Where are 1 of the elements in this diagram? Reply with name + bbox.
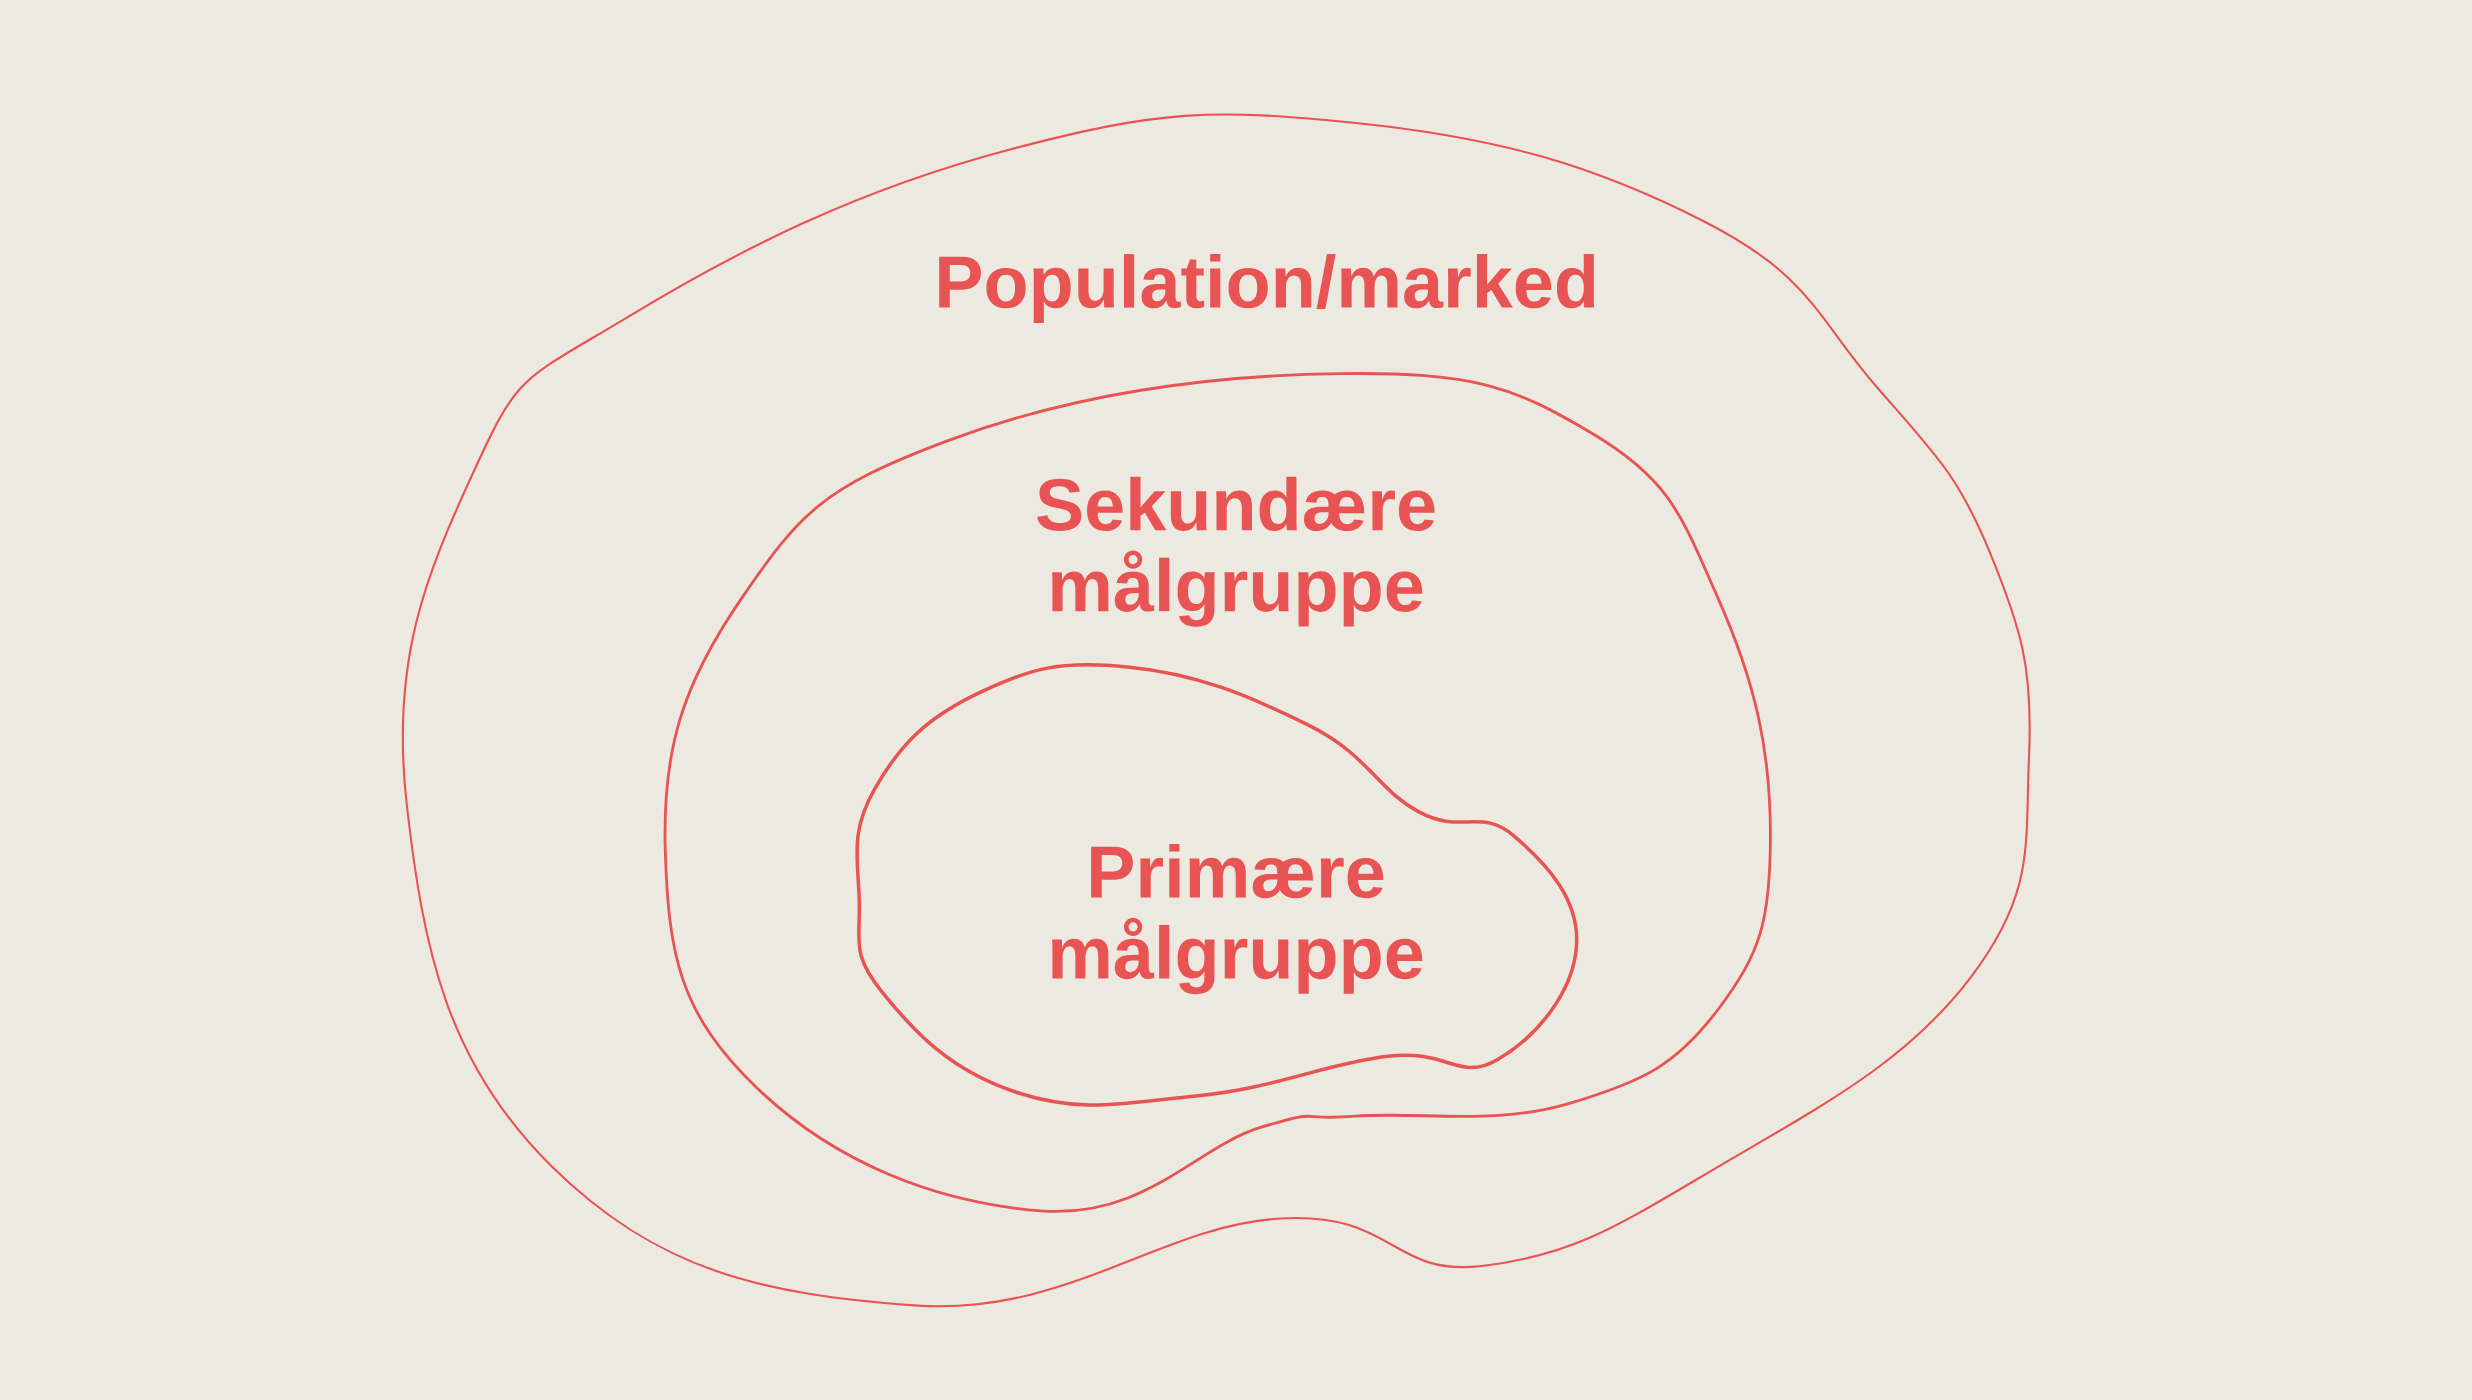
blob-region: Primære målgruppe [855, 663, 1579, 1107]
